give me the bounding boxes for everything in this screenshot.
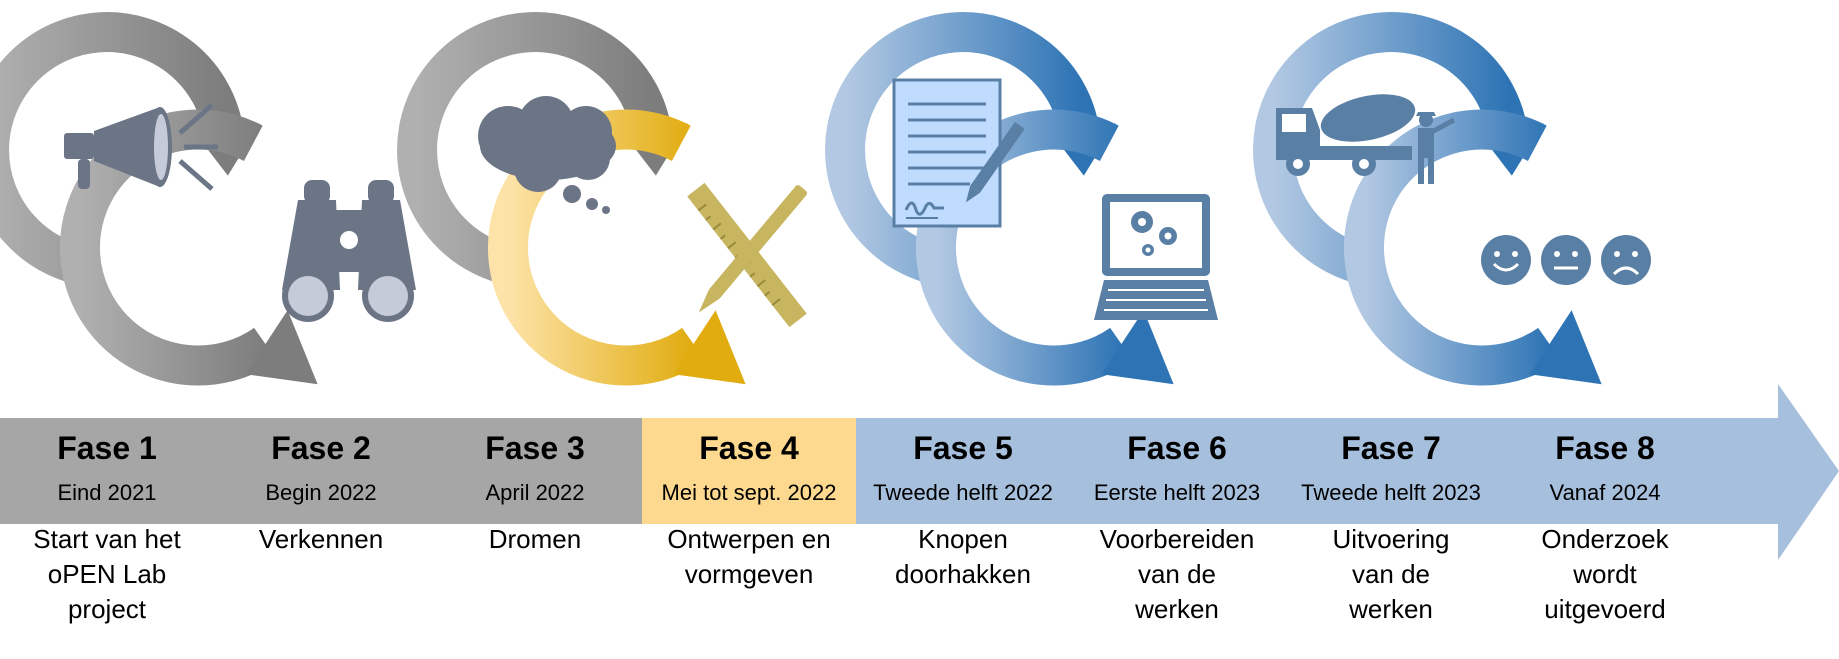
laptop-gears-icon xyxy=(1094,194,1218,320)
phase-title: Fase 5 xyxy=(913,430,1013,466)
phase-date: Begin 2022 xyxy=(265,480,377,505)
phase-description: Uitvoering van de werken xyxy=(1284,522,1498,627)
desc-line: Onderzoek xyxy=(1541,524,1669,554)
phase-5: Fase 5 Tweede helft 2022 Knopen doorhakk… xyxy=(856,418,1070,592)
binoculars-icon xyxy=(282,180,416,322)
band-segment xyxy=(1284,418,1499,524)
smiley-faces-icon xyxy=(1481,235,1651,285)
phase-title: Fase 3 xyxy=(485,430,585,466)
desc-line: Uitvoering xyxy=(1332,524,1450,554)
phase-title: Fase 8 xyxy=(1555,430,1655,466)
band-segment xyxy=(428,418,643,524)
phase-date: Eerste helft 2023 xyxy=(1093,480,1261,505)
ruler-pencil-icon xyxy=(687,182,808,328)
phase-description: Voorbereiden van de werken xyxy=(1070,522,1284,627)
desc-line: uitgevoerd xyxy=(1544,594,1666,624)
phase-1: Fase 1 Eind 2021 Start van het oPEN Lab … xyxy=(0,418,214,627)
desc-line: doorhakken xyxy=(895,559,1031,589)
desc-line: Start van het xyxy=(33,524,181,554)
phase-description: Start van het oPEN Lab project xyxy=(0,522,214,627)
phase-date: Tweede helft 2023 xyxy=(1301,480,1481,505)
phase-7: Fase 7 Tweede helft 2023 Uitvoering van … xyxy=(1284,418,1498,627)
phase-description: Ontwerpen en vormgeven xyxy=(642,522,856,592)
phase-loop-arrow xyxy=(915,109,1174,386)
phase-2: Fase 2 Begin 2022 Verkennen xyxy=(214,418,428,557)
phase-date: Mei tot sept. 2022 xyxy=(661,480,837,505)
phase-loop-arrow xyxy=(1343,109,1602,386)
phase-title: Fase 4 xyxy=(699,430,799,466)
phase-6: Fase 6 Eerste helft 2023 Voorbereiden va… xyxy=(1070,418,1284,627)
band-segment xyxy=(1498,418,1780,524)
desc-line: Verkennen xyxy=(258,524,384,554)
phase-description: Verkennen xyxy=(214,522,428,557)
band-segment xyxy=(214,418,429,524)
phase-3: Fase 3 April 2022 Dromen xyxy=(428,418,642,557)
phase-date: Tweede helft 2022 xyxy=(873,480,1053,505)
phase-4: Fase 4 Mei tot sept. 2022 Ontwerpen en v… xyxy=(642,418,856,592)
phase-date: Vanaf 2024 xyxy=(1549,480,1661,505)
timeline-arrowhead xyxy=(1778,384,1839,560)
phase-date: Eind 2021 xyxy=(57,480,157,505)
desc-line: van de xyxy=(1351,559,1431,589)
desc-line: vormgeven xyxy=(684,559,814,589)
phase-description: Knopen doorhakken xyxy=(856,522,1070,592)
desc-line: van de xyxy=(1137,559,1217,589)
phase-title: Fase 7 xyxy=(1341,430,1441,466)
phase-date: April 2022 xyxy=(485,480,585,505)
desc-line: Voorbereiden xyxy=(1099,524,1255,554)
phase-description: Dromen xyxy=(428,522,642,557)
phase-description: Onderzoek wordt uitgevoerd xyxy=(1498,522,1712,627)
desc-line: werken xyxy=(1135,594,1219,624)
band-segment xyxy=(856,418,1071,524)
thought-cloud-icon xyxy=(478,96,616,214)
band-segment xyxy=(1070,418,1285,524)
desc-line: Knopen xyxy=(918,524,1008,554)
phase-8: Fase 8 Vanaf 2024 Onderzoek wordt uitgev… xyxy=(1498,418,1712,627)
cement-truck-worker-icon xyxy=(1276,94,1456,184)
desc-line: oPEN Lab xyxy=(47,559,167,589)
band-segment xyxy=(0,418,215,524)
signed-document-icon xyxy=(892,78,1025,228)
desc-line: Dromen xyxy=(488,524,582,554)
megaphone-icon xyxy=(64,103,218,191)
phase-title: Fase 6 xyxy=(1127,430,1227,466)
desc-line: werken xyxy=(1349,594,1433,624)
desc-line: Ontwerpen en xyxy=(667,524,831,554)
desc-line: wordt xyxy=(1573,559,1637,589)
phase-title: Fase 2 xyxy=(271,430,371,466)
phase-title: Fase 1 xyxy=(57,430,157,466)
band-segment xyxy=(642,418,857,524)
phase-loop-arrow xyxy=(59,109,318,386)
desc-line: project xyxy=(67,594,147,624)
